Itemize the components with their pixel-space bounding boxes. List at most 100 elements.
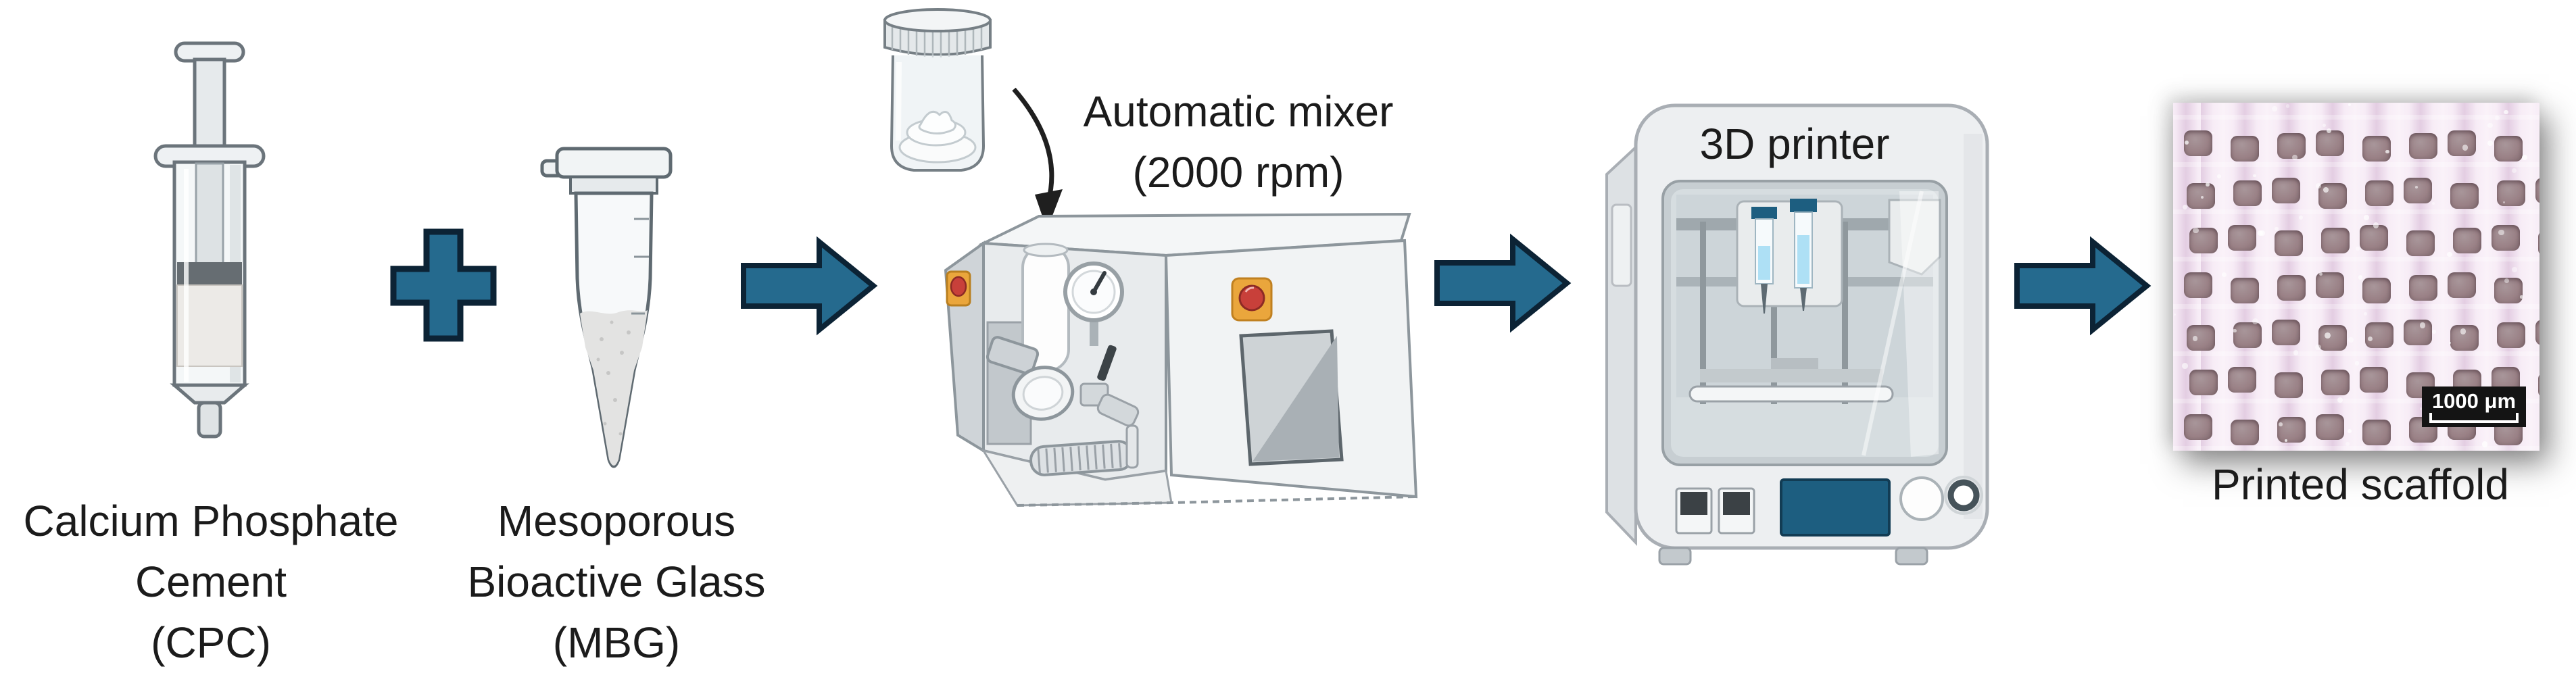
scaffold-highlight-dot [2271,106,2277,111]
mixer-base-edge [1017,495,1417,507]
tube-collar [569,176,658,195]
scaffold-highlight-dot [2348,103,2351,107]
tube-graduation-marks [631,218,649,315]
scaffold-pore [2316,414,2344,440]
scaffold-highlight-dot [2182,204,2188,210]
scaffold-pore [2453,228,2481,253]
scaffold-highlight-dot [2345,441,2350,447]
arrow-shape-3 [2014,236,2152,336]
scaffold-pore [2189,370,2218,395]
scaffold-pore [2360,367,2388,393]
scaffold-highlight-dot [2193,227,2199,233]
scaffold-highlight-dot [2316,182,2322,189]
scaffold-highlight-dot [2233,328,2237,333]
printer-knob [1944,476,1983,515]
automatic-mixer-icon [944,212,1418,507]
printed-scaffold-image: 1000 μm [2173,103,2539,451]
microcentrifuge-tube-icon [540,147,673,468]
syringe-icon [153,41,266,439]
estop-button-right-icon [1231,277,1273,322]
mixer-screen [1239,329,1344,466]
mbg-label: Mesoporous Bioactive Glass (MBG) [467,491,765,673]
scaffold-highlight-dot [2503,201,2505,204]
scaffold-highlight-dot [2318,272,2323,276]
flow-arrow-right-icon [741,236,878,336]
scaffold-pore [2538,372,2539,398]
scaffold-pore [2184,272,2212,298]
scaffold-highlight-dot [2279,422,2283,426]
cpc-label-line2: Cement [135,557,287,606]
curved-down-arrow-icon [1012,87,1063,230]
printer-side-window [1611,203,1632,287]
scaffold-highlight-dot [2460,328,2466,334]
scaffold-highlight-dot [2385,149,2389,154]
scaffold-pore [2321,370,2350,395]
curved-arrow-line [1012,87,1054,202]
scaffold-highlight-dot [2512,267,2517,273]
scaffold-pore [2231,136,2259,161]
scaffold-pore [2497,322,2525,348]
scaffold-pore [2448,130,2476,156]
scaffold-pore [2409,133,2437,159]
scaffold-highlight-dot [2221,272,2227,278]
scaffold-highlight-dot [2363,312,2367,316]
scaffold-pore [2272,320,2300,345]
scaffold-highlight-dot [2285,104,2290,108]
printer-3d-icon [1605,103,1989,566]
scaffold-highlight-dot [2495,115,2500,121]
arrow-shape-1 [741,236,878,336]
scaffold-pore [2187,183,2215,209]
scaffold-highlight-dot [2201,195,2204,199]
scaffold-highlight-dot [2185,140,2189,145]
scaffold-pore [2365,180,2393,206]
cpc-label-line1: Calcium Phosphate [23,497,399,545]
scaffold-highlight-dot [2512,168,2517,173]
jar-cap-top [883,8,992,32]
scaffold-pore [2406,230,2435,256]
tube-powder [580,310,648,466]
mixer-connector [1096,393,1140,427]
scaffold-highlight-dot [2373,222,2379,228]
scaffold-highlight-dot [2253,174,2256,178]
scaffold-pore [2362,278,2391,303]
scaffold-pore [2228,225,2256,251]
syringe-rod-inside [195,162,224,265]
scaffold-pore [2365,322,2393,348]
scaffold-highlight-dot [2173,313,2177,316]
printer-glass-sheen [1899,191,1939,457]
scaffold-highlight-dot [2292,155,2298,161]
cpc-label-line3: (CPC) [151,618,271,667]
scaffold-highlight-dot [2293,350,2298,355]
printer-display [1780,478,1891,537]
printer-syringe-2 [1790,199,1817,311]
scaffold-highlight-dot [2414,185,2418,189]
pressure-gauge-icon [1063,261,1124,407]
scaffold-pore [2184,414,2212,440]
scaffold-pore [2231,278,2259,303]
scaffold-highlight-dot [2315,344,2321,351]
scaffold-pore [2492,225,2520,251]
scaffold-highlight-dot [2498,229,2504,236]
scaffold-highlight-dot [2348,429,2352,434]
scaffold-highlight-dot [2327,128,2332,133]
scaffold-highlight-dot [2252,318,2258,325]
scaffold-highlight-dot [2487,141,2493,146]
mixer-label-line2: (2000 rpm) [1132,148,1344,197]
scaffold-pore [2321,228,2350,253]
curved-arrow-head [1035,189,1063,230]
scaffold-highlight-dot [2419,322,2426,328]
mixer-coil [1029,440,1134,476]
printer-extruder-carriage [1736,199,1843,314]
scaffold-pore [2318,325,2347,351]
mixer-pin [1125,424,1139,469]
mixer-label-line1: Automatic mixer [1083,87,1394,136]
cpc-label: Calcium Phosphate Cement (CPC) [24,491,399,673]
scaffold-highlight-dot [2285,439,2288,442]
scaffold-pore [2277,417,2306,443]
printer-label: 3D printer [1700,114,1890,174]
jar-paste [898,110,977,164]
scaffold-pore [2535,178,2539,203]
scaffold-highlight-dot [2192,336,2197,341]
printer-platform-support [1700,369,1882,382]
scaffold-highlight-dot [2448,341,2452,345]
